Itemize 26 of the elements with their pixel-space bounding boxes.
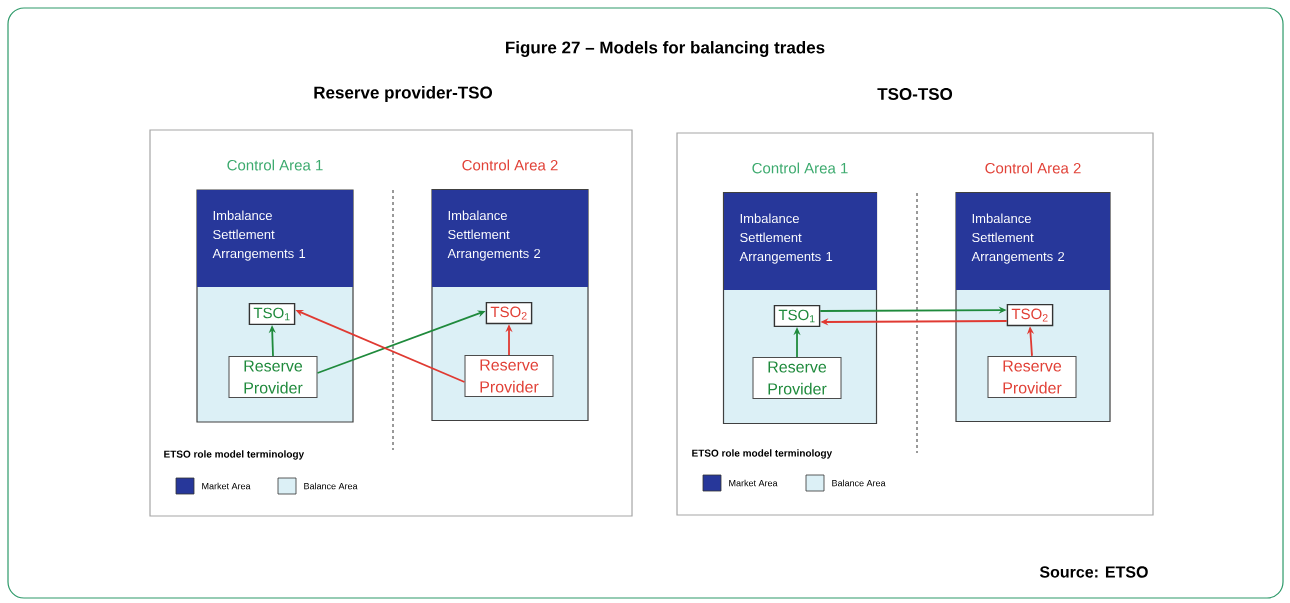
legend-label: Market Area: [202, 482, 251, 490]
panel-heading: Reserve provider-TSO: [314, 86, 492, 102]
role-box: Reserve Provider: [752, 356, 842, 400]
legend-heading: ETSO role model terminology: [692, 449, 833, 459]
role-box: Reserve Provider: [228, 355, 318, 399]
band-label: Imbalance Settlement Arrangements 1: [739, 213, 833, 264]
legend-label: Market Area: [729, 479, 778, 487]
area-heading: Control Area 1: [227, 159, 323, 171]
role-box: TSO$_{1}$: [248, 302, 296, 326]
figure-title: Figure 27 – Models for balancing trades: [506, 41, 825, 57]
panel-heading: TSO-TSO: [877, 88, 953, 101]
area-heading: Control Area 2: [462, 159, 558, 171]
role-box: Reserve Provider: [464, 354, 554, 398]
legend-heading: ETSO role model terminology: [164, 450, 305, 460]
band-label: Imbalance Settlement Arrangements 1: [212, 210, 306, 261]
band-label: Imbalance Settlement Arrangements 2: [447, 210, 541, 261]
band-label: Imbalance Settlement Arrangements 2: [971, 213, 1065, 264]
role-box: Reserve Provider: [987, 355, 1077, 399]
role-box: TSO$_{1}$: [773, 304, 821, 328]
role-box: TSO$_{2}$: [485, 301, 533, 325]
legend-label: Balance Area: [304, 482, 358, 490]
role-box: TSO$_{2}$: [1006, 303, 1054, 327]
area-heading: Control Area 1: [752, 162, 848, 174]
legend-label: Balance Area: [832, 479, 886, 487]
area-heading: Control Area 2: [985, 162, 1081, 174]
source-note: Source: ETSO: [1039, 566, 1148, 578]
